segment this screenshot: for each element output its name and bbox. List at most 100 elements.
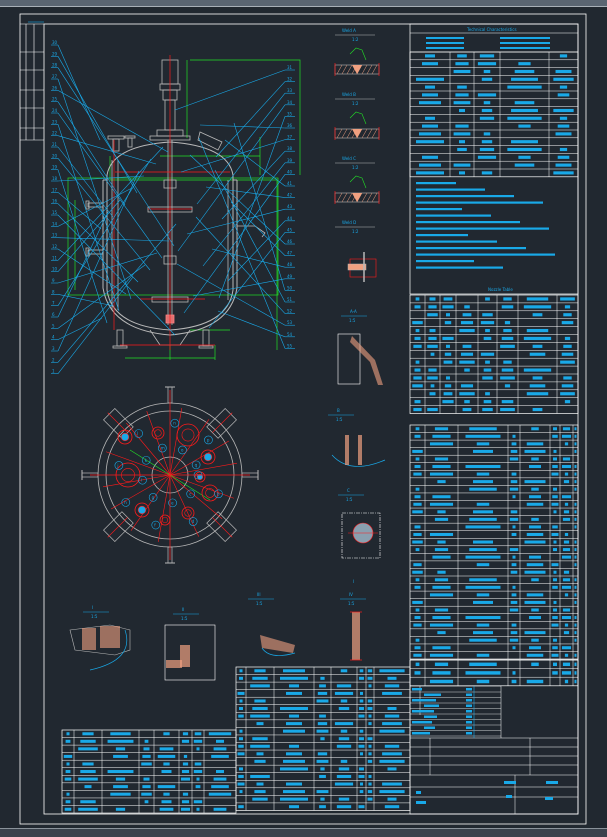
technical-note-line	[416, 247, 526, 250]
table-cell-text	[511, 532, 517, 536]
nozzle-bore	[205, 488, 215, 498]
balloon-column-left: 3029282726252423222120191817161514131211…	[51, 40, 58, 374]
table-cell-text	[476, 623, 490, 627]
table-cell-text	[469, 548, 497, 552]
table-cell-text	[419, 132, 441, 136]
table-cell-text	[413, 407, 422, 412]
table-cell-text	[553, 427, 557, 431]
table-cell-text	[280, 707, 308, 711]
table-cell-text	[455, 93, 469, 97]
table-cell-text	[477, 62, 497, 66]
leader-line	[57, 169, 108, 324]
table-cell-text	[552, 495, 558, 499]
nozzle-circle	[181, 506, 195, 520]
table-cell-text	[237, 691, 245, 695]
table-cell-text	[196, 807, 200, 811]
weld-symbol	[349, 175, 367, 189]
balloon-number: 31	[287, 65, 293, 70]
nozzle-circle	[134, 502, 150, 518]
table-cell-text	[415, 457, 420, 461]
table-cell-text	[563, 376, 572, 380]
table-cell-text	[443, 297, 453, 301]
detail-i-outline	[69, 624, 131, 656]
hatch-line	[366, 64, 373, 75]
balloon-number: 10	[52, 267, 58, 272]
table-cell-text	[574, 487, 577, 491]
table-cell-text	[419, 163, 441, 167]
table-cell-text	[143, 777, 150, 781]
table-cell-text	[256, 752, 264, 756]
table-cell-text	[338, 797, 350, 801]
nozzle-letter: c	[189, 491, 191, 496]
table-cell-text	[316, 790, 329, 794]
table-cell-text	[557, 93, 570, 97]
table-cell-text	[510, 510, 518, 514]
table-cell-text	[476, 593, 490, 597]
table-cell-text	[384, 714, 400, 718]
balloon-number: 37	[287, 135, 293, 140]
table-cell-text	[483, 400, 492, 404]
top-nozzles[interactable]	[107, 131, 223, 152]
technical-note-line	[416, 214, 491, 217]
vessel-elevation-view[interactable]: 3029282726252423222120191817161514131211…	[51, 40, 301, 374]
nozzle-letter-balloon	[114, 461, 124, 470]
nozzle-orientation-plan-view[interactable]: abcdefghijklmnopq	[81, 386, 259, 564]
nozzle-letter: b	[217, 491, 220, 496]
table-cell-text	[429, 472, 454, 476]
table-cell-text	[555, 69, 572, 74]
technical-note-line	[416, 260, 474, 263]
table-cell-text	[510, 570, 518, 574]
table-cell-text	[523, 368, 552, 372]
table-cell-text	[503, 360, 512, 364]
nozzle-bore	[181, 428, 195, 442]
table-cell-text	[476, 502, 490, 506]
table-cell-text	[428, 305, 437, 309]
title-cell-text	[412, 688, 422, 691]
table-cell-text	[524, 480, 546, 484]
table-cell-text	[526, 328, 549, 333]
table-cell-text	[553, 608, 557, 612]
table-cell-text	[141, 762, 152, 766]
nozzle-letter-balloon	[151, 520, 161, 530]
nozzle-letter-balloon	[121, 498, 131, 507]
table-cell-text	[563, 510, 570, 514]
table-cell-text	[504, 321, 511, 325]
table-cell-text	[469, 427, 497, 431]
table-cell-text	[358, 805, 365, 809]
table-cell-text	[518, 124, 531, 128]
table-cell-text	[479, 54, 495, 58]
table-cell-text	[336, 805, 352, 809]
left-revision-strip	[20, 21, 44, 141]
detail-scale: 1:5	[346, 497, 353, 502]
nozzle-bore	[120, 432, 130, 442]
parts-list-bottom-left	[61, 729, 237, 814]
table-cell-text	[529, 525, 541, 529]
table-cell-text	[551, 532, 559, 536]
leader-line	[215, 81, 286, 158]
table-cell-text	[419, 101, 441, 105]
hatch-line	[336, 192, 343, 203]
weld-bead	[352, 129, 362, 138]
table-border	[409, 424, 579, 660]
table-cell-text	[320, 797, 325, 801]
table-cell-text	[524, 631, 546, 635]
table-cell-text	[526, 563, 544, 567]
nozzle-letter-balloon	[134, 429, 143, 438]
table-cell-text	[289, 744, 299, 748]
table-cell-text	[239, 790, 243, 794]
balloon-number: 47	[287, 251, 293, 256]
table-cell-text	[180, 807, 191, 811]
table-cell-text	[368, 722, 372, 726]
balloon-number: 44	[287, 216, 293, 221]
balloon-number: 54	[287, 332, 293, 337]
table-cell-text	[511, 77, 538, 81]
table-cell-text	[157, 754, 176, 758]
table-cell-text	[425, 54, 435, 58]
table-border	[409, 294, 579, 414]
balloon-number: 2	[52, 357, 55, 362]
table-cell-text	[113, 754, 128, 758]
table-cell-text	[413, 376, 422, 380]
